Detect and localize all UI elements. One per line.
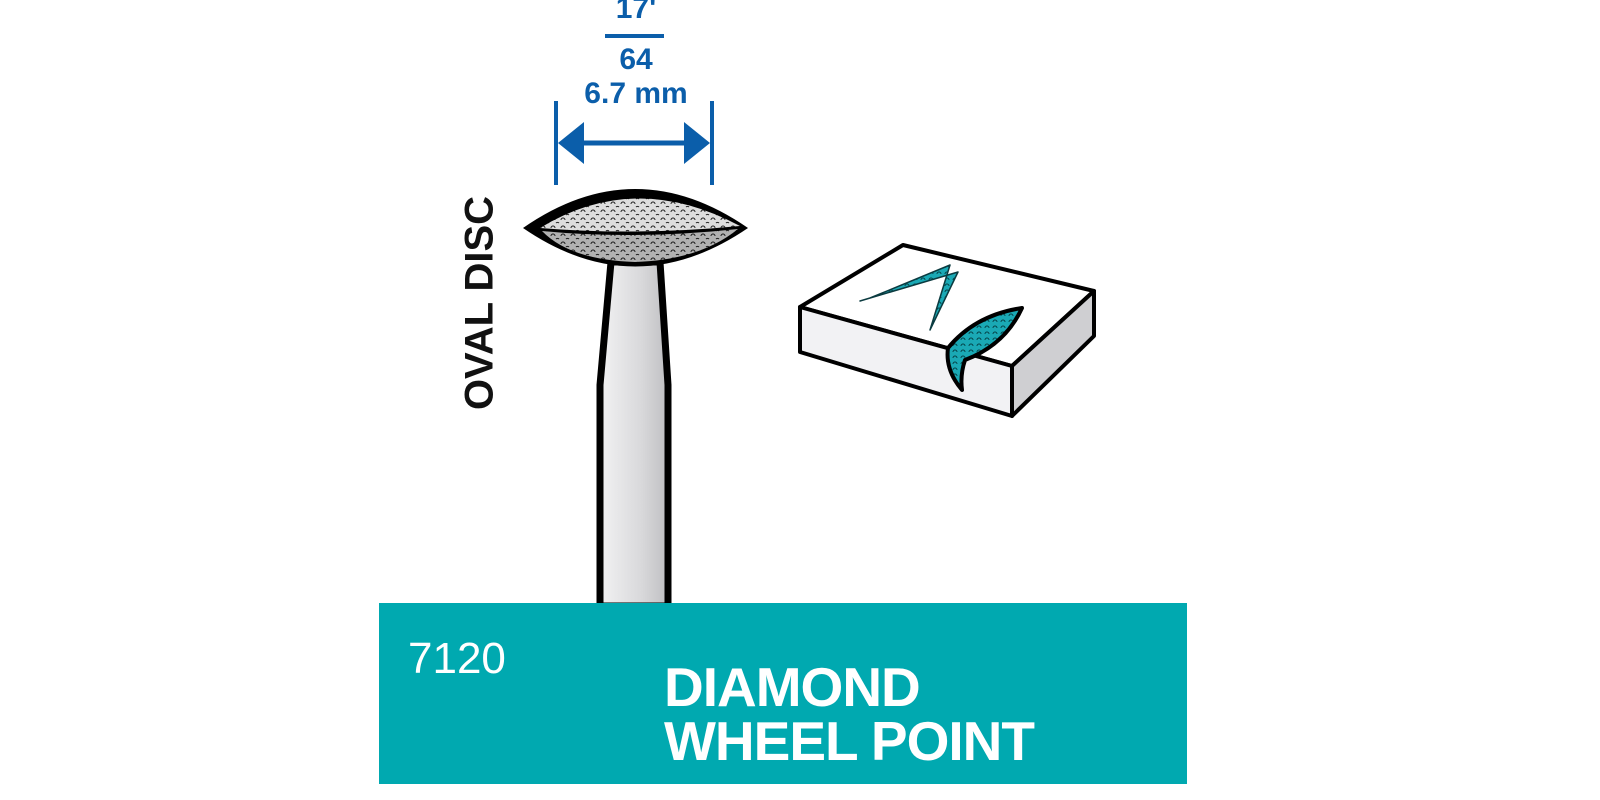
shape-label: OVAL DISC: [457, 195, 502, 411]
product-code: 7120: [408, 634, 506, 683]
dimension-fraction-numerator: 17': [615, 0, 657, 25]
oval-disc-head: [523, 189, 748, 267]
dimension-arrow: [554, 34, 714, 185]
shank: [596, 258, 672, 610]
workpiece-block: [798, 243, 1096, 418]
product-name-line2: WHEEL POINT: [664, 710, 1035, 772]
dimension-metric: 6.7 mm: [584, 77, 688, 110]
product-banner: [379, 603, 1187, 784]
product-name-line1: DIAMOND: [664, 656, 921, 718]
product-name: DIAMOND WHEEL POINT: [664, 656, 1035, 772]
dimension-fraction-denominator: 64: [619, 43, 653, 76]
